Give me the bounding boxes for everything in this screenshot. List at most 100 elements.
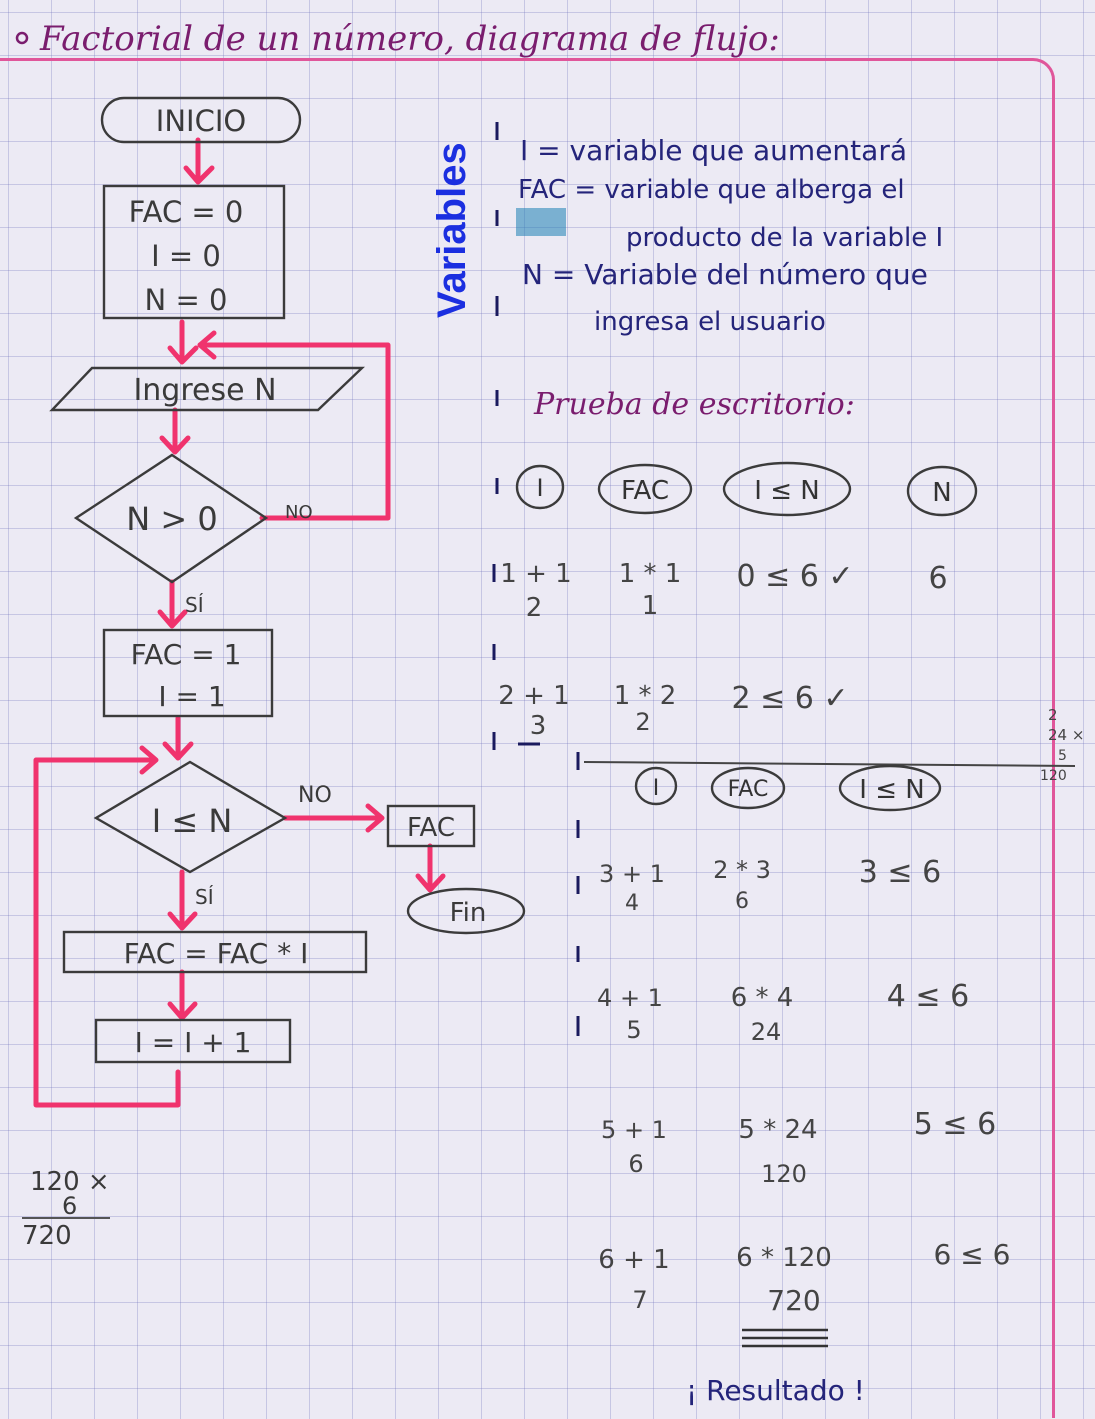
init-fac: FAC = 0 <box>129 195 244 229</box>
desk-test-row: 2 + 1 3 1 * 2 2 2 ≤ 6 ✓ <box>492 644 849 750</box>
row-cmp: 2 ≤ 6 ✓ <box>731 681 848 716</box>
decision2-si: SÍ <box>195 885 214 909</box>
header-oval <box>515 464 565 510</box>
header-oval <box>838 764 942 812</box>
margin-note-line: 2 <box>1048 706 1058 724</box>
row-fac-val: 2 <box>635 708 650 736</box>
arrow-head <box>157 609 188 629</box>
arrow-loop-no <box>197 342 391 521</box>
variable-i-desc: I = variable que aumentará <box>520 134 907 167</box>
variable-n-desc: N = Variable del número que <box>522 258 928 291</box>
arrow-head <box>197 330 217 360</box>
set-process <box>102 628 274 718</box>
arrow-head <box>365 803 385 833</box>
inicio-terminal <box>100 96 302 144</box>
row-i-expr: 2 + 1 <box>498 681 569 711</box>
output-box <box>386 804 476 848</box>
header-oval <box>906 465 978 517</box>
margin-note-line: 120 <box>1040 768 1067 784</box>
row-i-val: 2 <box>526 593 543 623</box>
desk-test-heading: Prueba de escritorio: <box>533 387 855 422</box>
decision1-label: N > 0 <box>126 500 217 538</box>
row-i-expr: 6 + 1 <box>598 1245 669 1275</box>
row-i-expr: 3 + 1 <box>599 860 665 888</box>
row-i-expr: 1 + 1 <box>500 559 571 589</box>
row-i-val: 5 <box>626 1016 641 1044</box>
output-label: FAC <box>407 813 455 843</box>
process-i-increment <box>94 1018 292 1064</box>
decision1-si: SÍ <box>185 593 204 617</box>
scratch-mult-top: 120 × <box>30 1167 110 1197</box>
row-fac-val: 720 <box>767 1284 820 1317</box>
desk-test-row: 3 + 1 4 2 * 3 6 3 ≤ 6 <box>576 820 941 916</box>
header-cmp: I ≤ N <box>859 775 924 805</box>
scratch-mult-mid: 6 <box>62 1192 77 1220</box>
desk-test-row: 1 + 1 2 1 * 1 1 0 ≤ 6 ✓ 6 <box>492 559 948 623</box>
decision-n-positive <box>73 453 269 584</box>
result-underline <box>742 1328 828 1348</box>
header-oval <box>597 463 693 515</box>
row-fac-expr: 6 * 4 <box>731 983 794 1013</box>
init-i: I = 0 <box>151 239 221 273</box>
inicio-label: INICIO <box>156 104 246 138</box>
variables-legend: I = variable que aumentará FAC = variabl… <box>495 122 943 337</box>
desk-test-row: 5 + 1 6 5 * 24 120 5 ≤ 6 <box>601 1107 996 1188</box>
result-label: ¡ Resultado ! <box>686 1374 865 1407</box>
variables-side-label: Variables <box>430 142 474 318</box>
row-fac-expr: 6 * 120 <box>736 1243 832 1273</box>
table-divider <box>583 761 1076 767</box>
init-n: N = 0 <box>145 283 228 317</box>
decision-i-le-n <box>93 760 288 874</box>
set-fac: FAC = 1 <box>131 638 242 671</box>
row-cmp: 0 ≤ 6 ✓ <box>736 559 853 594</box>
process1-label: FAC = FAC * I <box>124 937 309 970</box>
row-fac-expr: 5 * 24 <box>738 1115 817 1145</box>
row-fac-val: 6 <box>735 889 749 914</box>
variable-n-desc-2: ingresa el usuario <box>594 307 826 337</box>
row-i-expr: 4 + 1 <box>597 984 663 1012</box>
init-process <box>102 184 286 320</box>
row-i-val: 7 <box>632 1286 647 1314</box>
header-oval <box>710 766 786 810</box>
desk-test-row: 4 + 1 5 6 * 4 24 4 ≤ 6 <box>576 946 969 1046</box>
margin-note: 2 24 × 5 120 <box>1040 706 1084 784</box>
fin-terminal <box>406 887 526 935</box>
process2-label: I = I + 1 <box>135 1026 252 1059</box>
scratch-mult-result: 720 <box>22 1221 72 1251</box>
row-cmp: 4 ≤ 6 <box>887 979 969 1014</box>
arrow-head <box>167 345 199 365</box>
row-n: 6 <box>928 561 947 596</box>
page-title: Factorial de un número, diagrama de fluj… <box>39 19 780 59</box>
row-fac-expr: 1 * 1 <box>619 559 682 589</box>
row-cmp: 5 ≤ 6 <box>914 1107 996 1142</box>
decision2-label: I ≤ N <box>152 802 233 840</box>
input-parallelogram <box>49 366 365 412</box>
row-fac-val: 24 <box>751 1018 782 1046</box>
bullet-icon <box>15 31 29 45</box>
desk-test-row: 6 + 1 7 6 * 120 720 6 ≤ 6 <box>598 1238 1010 1317</box>
header-cmp: I ≤ N <box>754 476 819 506</box>
decision1-no: NO <box>285 502 313 523</box>
margin-note-line: 5 <box>1058 748 1067 764</box>
arrow-head <box>167 1001 198 1021</box>
header-oval <box>722 461 852 517</box>
header-i: I <box>536 474 543 502</box>
header-n: N <box>932 478 951 508</box>
arrow-head <box>183 165 215 185</box>
header-fac: FAC <box>728 777 769 802</box>
desk-test-header-row-1: I FAC I ≤ N N <box>495 461 978 517</box>
set-i: I = 1 <box>158 680 225 713</box>
row-fac-val: 120 <box>761 1160 807 1188</box>
arrow-head <box>139 745 159 775</box>
row-cmp: 3 ≤ 6 <box>859 855 941 890</box>
arrow-loop-back <box>33 757 181 1108</box>
page-margin-line <box>0 58 1055 1418</box>
decision2-no: NO <box>298 783 332 808</box>
row-i-expr: 5 + 1 <box>601 1116 667 1144</box>
row-i-val: 6 <box>628 1150 643 1178</box>
process-fac-times-i <box>62 930 368 974</box>
row-fac-expr: 2 * 3 <box>713 856 771 884</box>
row-fac-val: 1 <box>642 591 659 621</box>
